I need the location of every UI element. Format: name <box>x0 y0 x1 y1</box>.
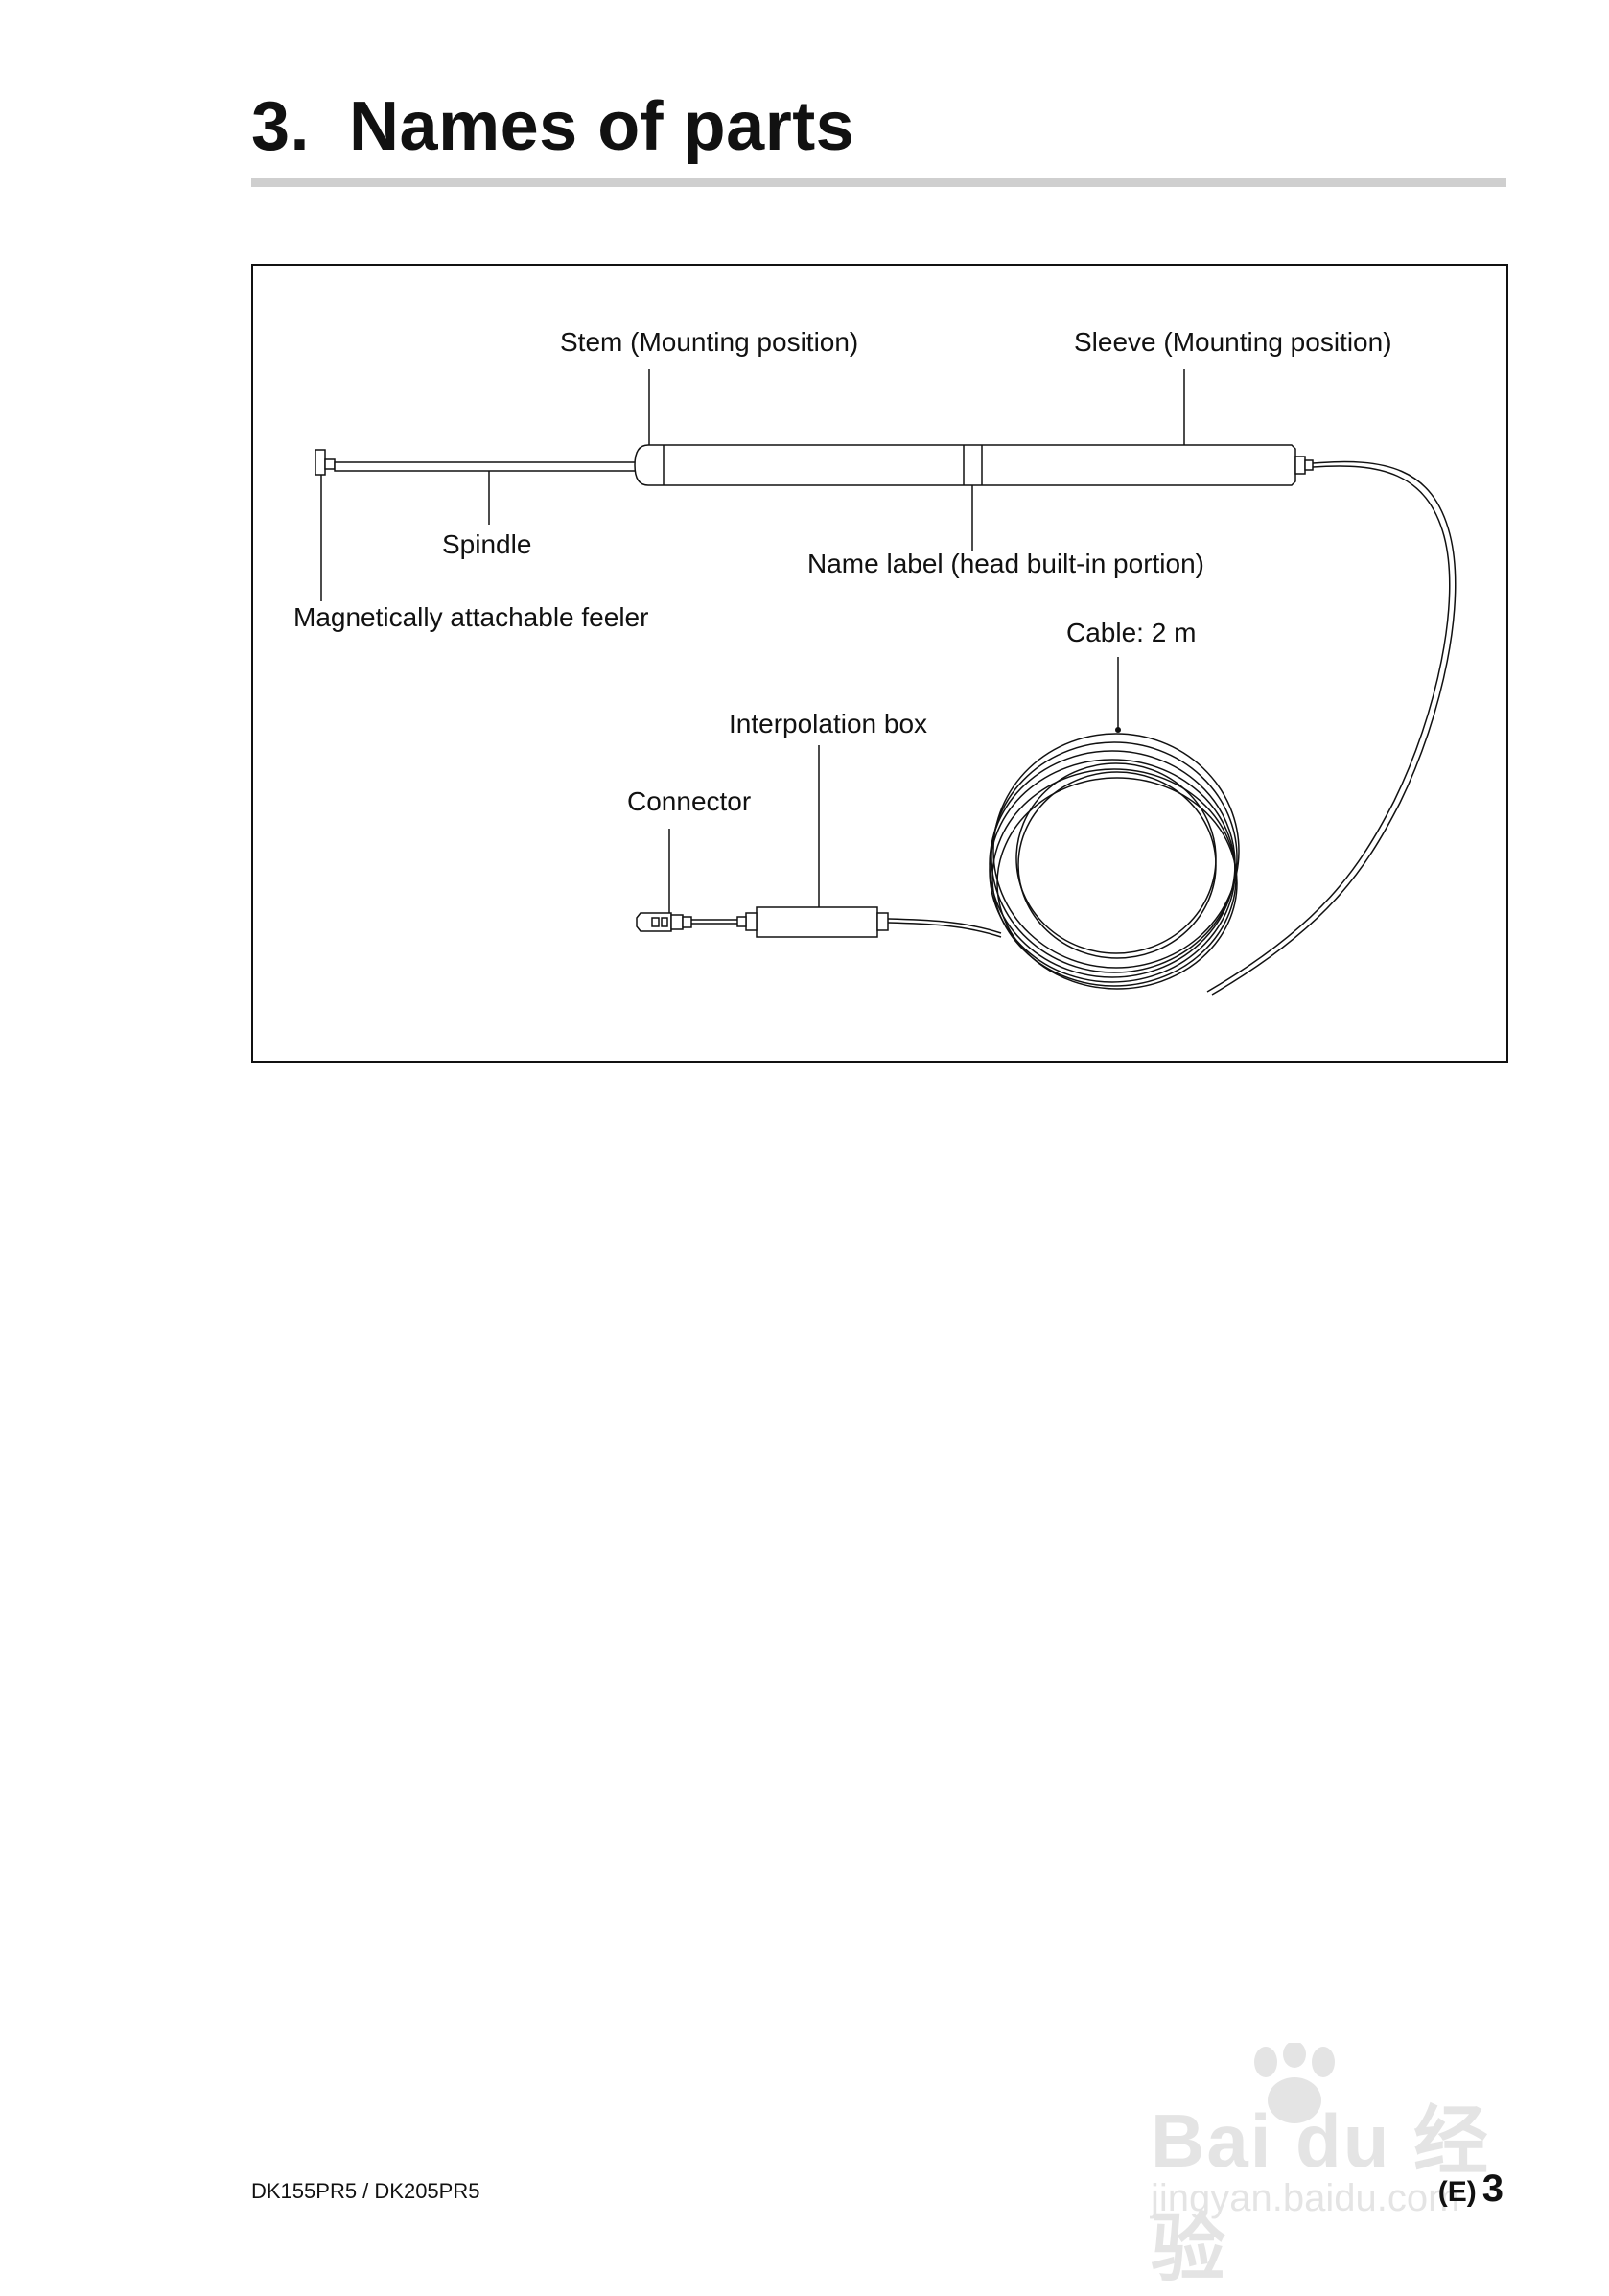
label-stem: Stem (Mounting position) <box>560 327 858 357</box>
feeler-icon <box>315 449 336 476</box>
parts-diagram: Stem (Mounting position) Sleeve (Mountin… <box>251 264 1508 1063</box>
label-sleeve: Sleeve (Mounting position) <box>1074 327 1392 357</box>
label-interpolation-box: Interpolation box <box>729 709 927 738</box>
label-spindle: Spindle <box>442 529 531 559</box>
footer-page: (E)3 <box>1438 2167 1504 2211</box>
label-feeler: Magnetically attachable feeler <box>293 602 648 632</box>
page-title: 3. Names of parts <box>251 88 855 165</box>
spindle-icon <box>334 461 640 472</box>
footer-model: DK155PR5 / DK205PR5 <box>251 2179 480 2203</box>
gauge-body-icon <box>634 444 1314 486</box>
cable-icon <box>1206 460 1457 996</box>
title-rule <box>251 178 1506 187</box>
label-connector: Connector <box>627 786 751 816</box>
page-number: 3 <box>1481 2167 1504 2210</box>
cable-lower-icon <box>887 918 1002 938</box>
paw-icon <box>1254 2043 1335 2123</box>
interpolation-box-icon <box>736 906 889 938</box>
watermark-logo: Bai du 经验 <box>1151 2098 1491 2290</box>
watermark-url: jingyan.baidu.com <box>1151 2177 1460 2219</box>
watermark: Bai du 经验 jingyan.baidu.com <box>1131 2043 1534 2290</box>
cable-coil-icon <box>989 733 1240 990</box>
connector-icon <box>636 912 692 932</box>
cable-connector-icon <box>691 919 737 925</box>
label-cable: Cable: 2 m <box>1066 618 1196 647</box>
footer-lang: (E) <box>1437 2176 1477 2208</box>
label-name-label: Name label (head built-in portion) <box>807 549 1204 578</box>
